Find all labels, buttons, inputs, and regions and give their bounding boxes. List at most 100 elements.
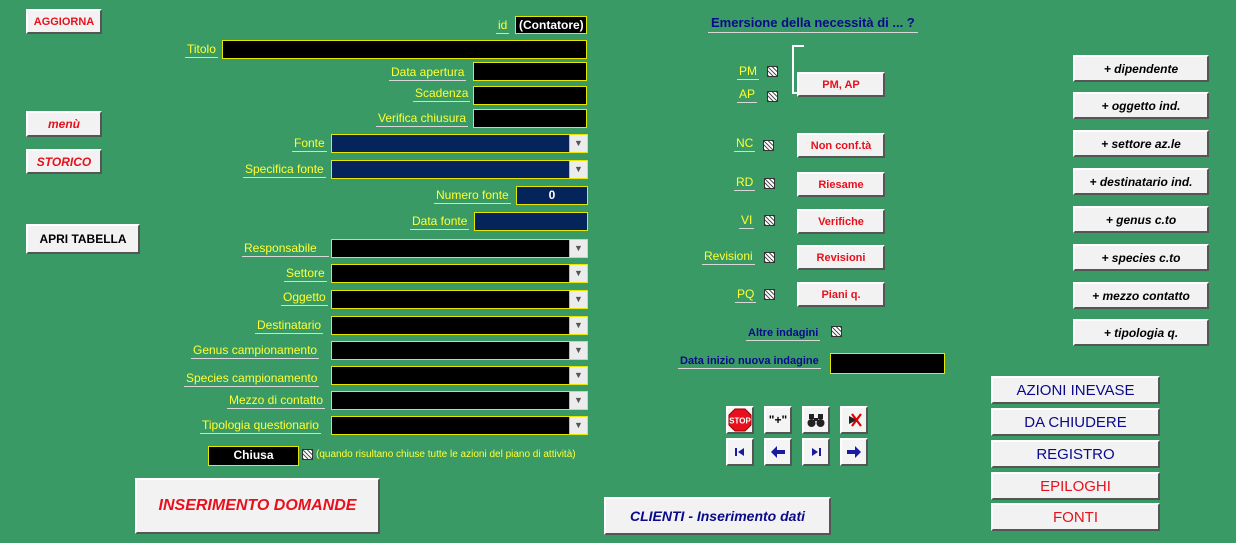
binoculars-icon <box>807 414 825 427</box>
genus-label: Genus campionamento <box>191 343 320 359</box>
pq-checkbox[interactable] <box>764 289 775 300</box>
add-dipendente-button[interactable]: + dipendente <box>1073 55 1209 82</box>
pm-ap-button[interactable]: PM, AP <box>797 72 885 97</box>
rd-button[interactable]: Riesame <box>797 172 885 197</box>
altre-indagini-checkbox[interactable] <box>831 326 842 337</box>
destinatario-select[interactable]: ▼ <box>331 316 588 335</box>
aggiorna-button[interactable]: AGGIORNA <box>26 9 102 34</box>
numero-fonte-label: Numero fonte <box>434 188 511 204</box>
chevron-down-icon[interactable]: ▼ <box>569 135 587 152</box>
settore-label: Settore <box>284 266 327 282</box>
mezzo-select[interactable]: ▼ <box>331 391 588 410</box>
specifica-fonte-label: Specifica fonte <box>243 162 326 178</box>
clienti-button[interactable]: CLIENTI - Inserimento dati <box>604 497 831 535</box>
last-record-button[interactable] <box>802 438 830 466</box>
pm-ap-bracket <box>792 45 794 93</box>
vi-checkbox[interactable] <box>764 215 775 226</box>
id-field[interactable]: (Contatore) <box>515 16 587 34</box>
pq-button[interactable]: Piani q. <box>797 282 885 307</box>
destinatario-label: Destinatario <box>255 318 324 334</box>
titolo-field[interactable] <box>222 40 587 59</box>
chevron-down-icon[interactable]: ▼ <box>569 240 587 257</box>
add-destinatario-button[interactable]: + destinatario ind. <box>1073 168 1209 195</box>
chevron-down-icon[interactable]: ▼ <box>569 265 587 282</box>
nc-label: NC <box>734 136 756 152</box>
first-record-icon <box>735 448 744 456</box>
previous-record-button[interactable] <box>764 438 792 466</box>
fonti-button[interactable]: FONTI <box>991 503 1160 531</box>
fonte-select[interactable]: ▼ <box>331 134 588 153</box>
apri-tabella-button[interactable]: APRI TABELLA <box>26 224 140 254</box>
stop-icon: STOP <box>728 408 752 432</box>
new-record-button[interactable]: "+" <box>764 406 792 434</box>
nc-checkbox[interactable] <box>763 140 774 151</box>
chevron-down-icon[interactable]: ▼ <box>569 317 587 334</box>
id-label: id <box>496 18 510 34</box>
data-inizio-field[interactable] <box>830 353 945 374</box>
chevron-down-icon[interactable]: ▼ <box>569 417 587 434</box>
add-genus-button[interactable]: + genus c.to <box>1073 206 1209 233</box>
add-mezzo-button[interactable]: + mezzo contatto <box>1073 282 1209 309</box>
responsabile-label: Responsabile <box>242 241 329 257</box>
fonte-label: Fonte <box>292 136 327 152</box>
arrow-left-icon <box>771 446 785 458</box>
specifica-fonte-select[interactable]: ▼ <box>331 160 588 179</box>
emersione-title: Emersione della necessità di ... ? <box>708 15 918 33</box>
data-inizio-label: Data inizio nuova indagine <box>678 355 821 369</box>
find-button[interactable] <box>802 406 830 434</box>
last-record-icon <box>812 448 821 456</box>
epiloghi-button[interactable]: EPILOGHI <box>991 472 1160 500</box>
species-label: Species campionamento <box>184 371 320 387</box>
chevron-down-icon[interactable]: ▼ <box>569 367 587 384</box>
revisioni-button[interactable]: Revisioni <box>797 245 885 270</box>
revisioni-label: Revisioni <box>702 249 755 265</box>
rd-checkbox[interactable] <box>764 178 775 189</box>
menu-button[interactable]: menù <box>26 111 102 137</box>
verifica-chiusura-field[interactable] <box>473 109 587 128</box>
data-fonte-field[interactable] <box>474 212 588 231</box>
add-settore-button[interactable]: + settore az.le <box>1073 130 1209 157</box>
altre-indagini-label: Altre indagini <box>746 327 821 341</box>
mezzo-label: Mezzo di contatto <box>227 393 326 409</box>
chevron-down-icon[interactable]: ▼ <box>569 161 587 178</box>
oggetto-select[interactable]: ▼ <box>331 290 588 309</box>
vi-button[interactable]: Verifiche <box>797 209 885 234</box>
storico-button[interactable]: STORICO <box>26 149 102 174</box>
next-record-button[interactable] <box>840 438 868 466</box>
numero-fonte-field[interactable]: 0 <box>516 186 588 205</box>
chiusa-checkbox[interactable] <box>302 449 313 460</box>
add-oggetto-button[interactable]: + oggetto ind. <box>1073 92 1209 119</box>
vi-label: VI <box>739 213 755 229</box>
chevron-down-icon[interactable]: ▼ <box>569 291 587 308</box>
registro-button[interactable]: REGISTRO <box>991 440 1160 468</box>
delete-record-button[interactable] <box>840 406 868 434</box>
chevron-down-icon[interactable]: ▼ <box>569 392 587 409</box>
nc-button[interactable]: Non conf.tà <box>797 133 885 158</box>
ap-checkbox[interactable] <box>767 91 778 102</box>
da-chiudere-button[interactable]: DA CHIUDERE <box>991 408 1160 436</box>
arrow-right-icon <box>847 446 861 458</box>
delete-record-icon <box>849 413 862 427</box>
chevron-down-icon[interactable]: ▼ <box>569 342 587 359</box>
titolo-label: Titolo <box>185 42 218 58</box>
first-record-button[interactable] <box>726 438 754 466</box>
pm-checkbox[interactable] <box>767 66 778 77</box>
verifica-chiusura-label: Verifica chiusura <box>376 111 469 127</box>
species-select[interactable]: ▼ <box>331 366 588 385</box>
ap-label: AP <box>737 87 758 103</box>
azioni-inevase-button[interactable]: AZIONI INEVASE <box>991 376 1160 404</box>
add-species-button[interactable]: + species c.to <box>1073 244 1209 271</box>
scadenza-field[interactable] <box>473 86 587 105</box>
pm-label: PM <box>737 64 759 80</box>
responsabile-select[interactable]: ▼ <box>331 239 588 258</box>
tipologia-select[interactable]: ▼ <box>331 416 588 435</box>
stop-button[interactable]: STOP <box>726 406 754 434</box>
genus-select[interactable]: ▼ <box>331 341 588 360</box>
inserimento-domande-button[interactable]: INSERIMENTO DOMANDE <box>135 478 380 534</box>
chiusa-note: (quando risultano chiuse tutte le azioni… <box>316 449 576 460</box>
data-apertura-field[interactable] <box>473 62 587 81</box>
settore-select[interactable]: ▼ <box>331 264 588 283</box>
add-tipologia-button[interactable]: + tipologia q. <box>1073 319 1209 346</box>
revisioni-checkbox[interactable] <box>764 252 775 263</box>
pm-ap-bracket-top <box>792 45 804 47</box>
